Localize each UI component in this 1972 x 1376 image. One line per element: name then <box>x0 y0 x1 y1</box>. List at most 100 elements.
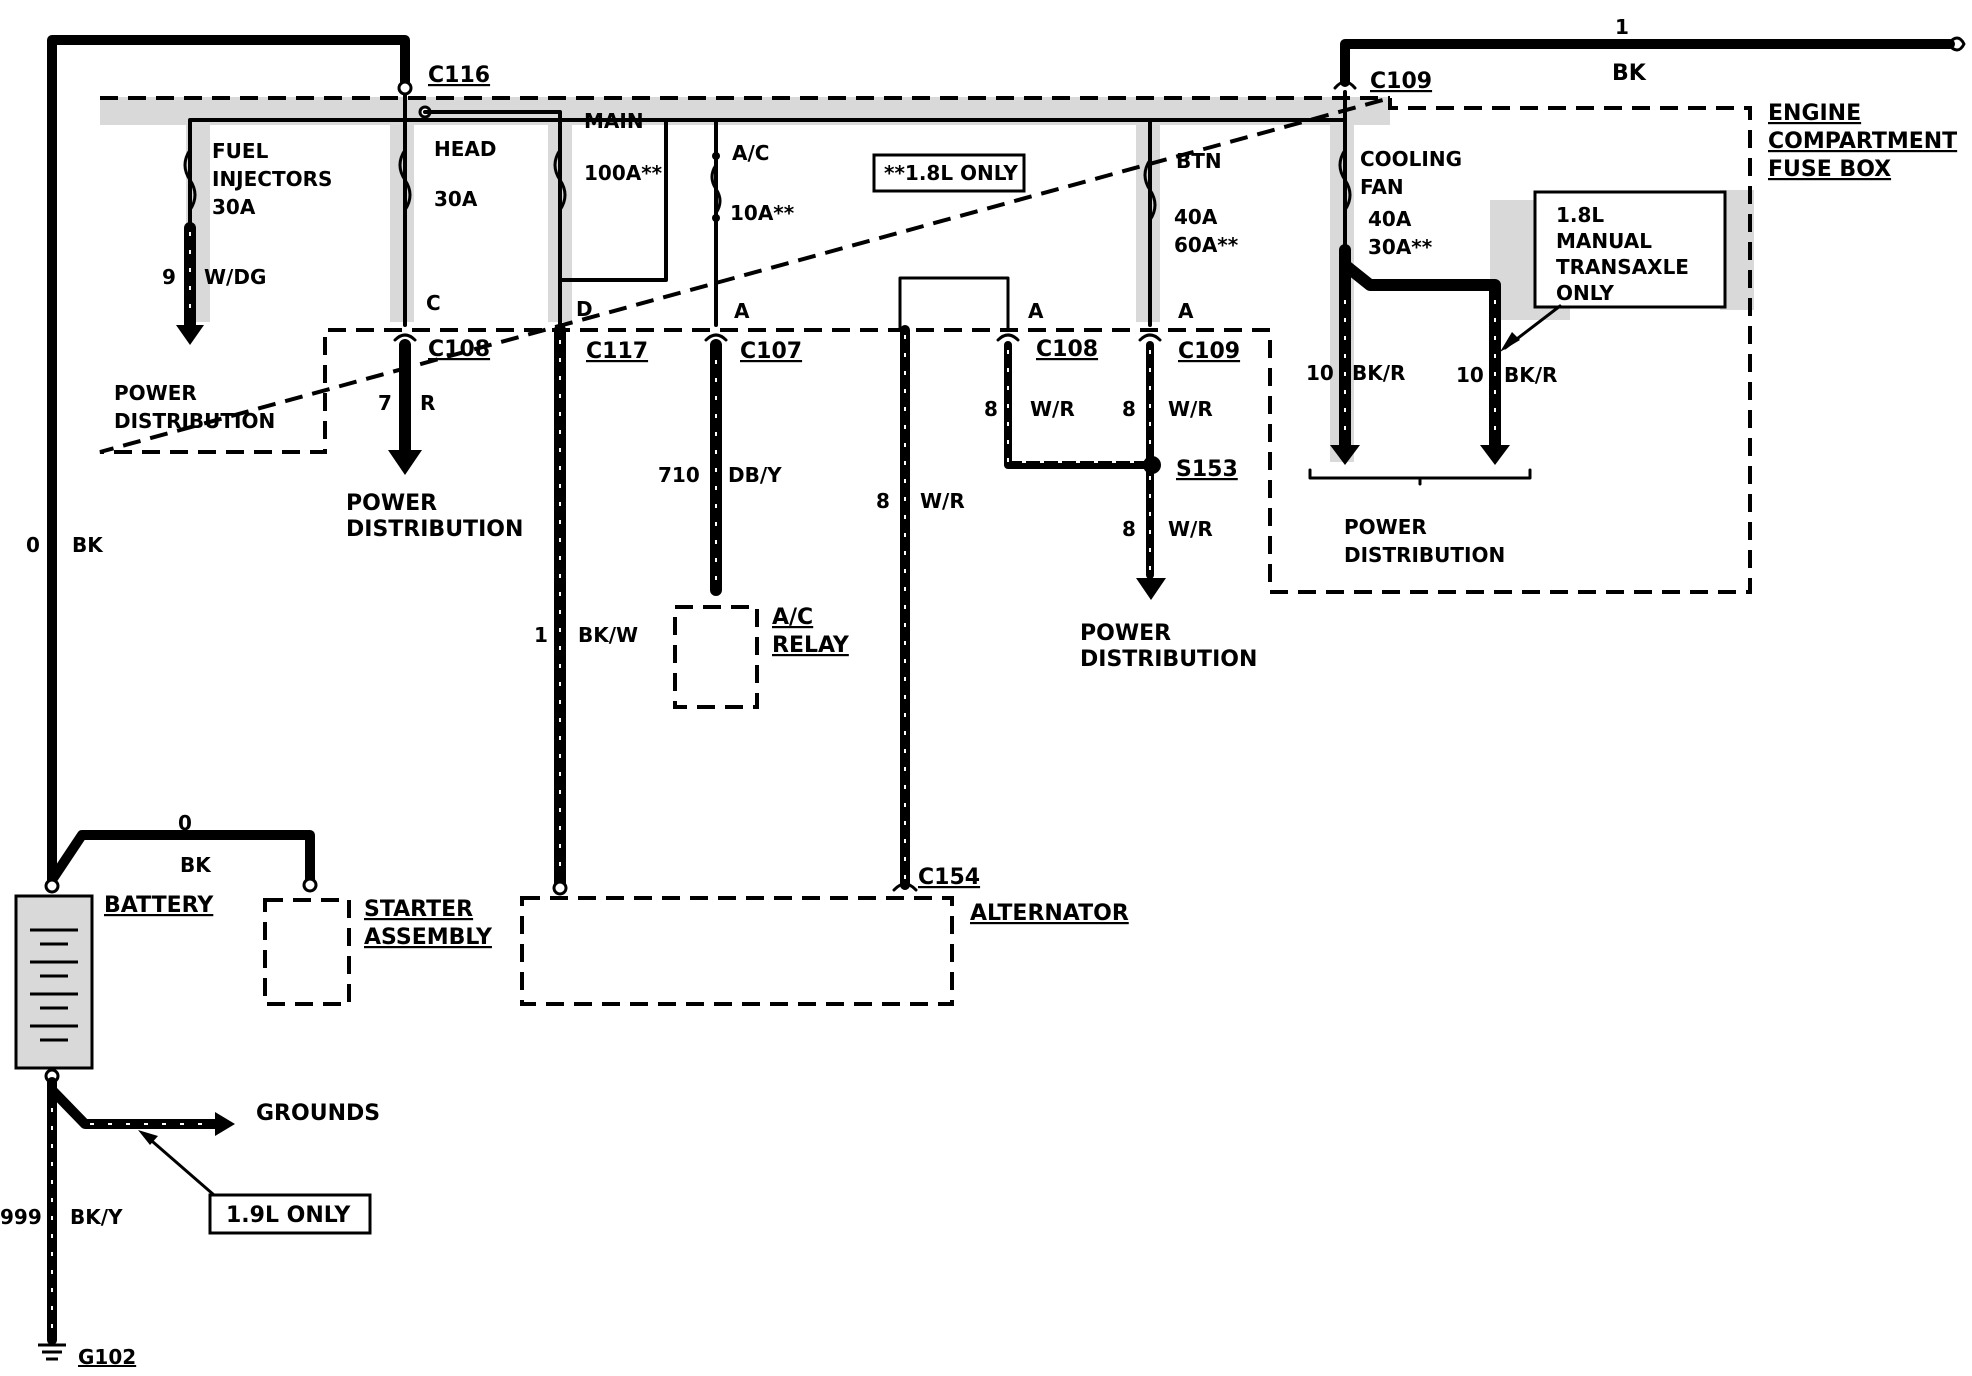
fuse-box-outline <box>99 95 1752 594</box>
grounds-label: GROUNDS <box>256 1101 380 1126</box>
connector-c108-right-icon <box>996 333 1020 342</box>
arrow-btn <box>1136 578 1166 600</box>
color-starter: BK <box>180 853 212 877</box>
only-19-box <box>208 1193 372 1235</box>
manual-3: TRANSAXLE <box>1556 255 1689 279</box>
starter-box <box>263 898 351 1006</box>
fan-rating-2: 30A** <box>1368 235 1433 259</box>
color-fan-2: BK/R <box>1504 363 1557 387</box>
circuit-fan-2: 10 <box>1456 363 1484 387</box>
pd-btn-1: POWER <box>1080 621 1171 646</box>
fuel-fuse-icon <box>183 148 197 212</box>
arrow-head <box>388 450 422 475</box>
fuel-label-1: FUEL <box>212 139 269 163</box>
btn-pin: A <box>1178 299 1194 323</box>
wire-0-bk-starter <box>47 830 315 885</box>
circuit-top: 1 <box>1615 15 1629 39</box>
circuit-starter: 0 <box>178 811 192 835</box>
connector-c107-icon <box>704 333 728 342</box>
connector-c107: C107 <box>740 339 802 364</box>
note-18l: **1.8L ONLY <box>884 161 1018 185</box>
pd-fuse-1: POWER <box>114 381 197 405</box>
circuit-ac: 710 <box>658 463 700 487</box>
ground-branch <box>47 1085 220 1129</box>
arrow-fuel <box>176 325 204 345</box>
main-rating: 100A** <box>584 161 663 185</box>
circuit-ground: 999 <box>0 1205 42 1229</box>
circuit-alt: 8 <box>876 489 890 513</box>
head-pin: C <box>426 291 441 315</box>
head-fuse-icon <box>398 148 412 212</box>
starter-label-2: ASSEMBLY <box>364 925 493 950</box>
pd-fan-2: DISTRIBUTION <box>1344 543 1505 567</box>
note-18l-box <box>872 153 1026 193</box>
circuit-left: 0 <box>26 533 40 557</box>
connector-c108-right: C108 <box>1036 337 1098 362</box>
wire-8-wr-relay <box>1004 341 1154 469</box>
connector-c109-right: C109 <box>1178 339 1240 364</box>
btn-rating-2: 60A** <box>1174 233 1239 257</box>
manual-1: 1.8L <box>1556 203 1604 227</box>
head-label: HEAD <box>434 137 496 161</box>
btn-rating-1: 40A <box>1174 205 1218 229</box>
color-main: BK/W <box>578 623 638 647</box>
btn-fuse-icon <box>1143 158 1157 222</box>
manual-4: ONLY <box>1556 281 1614 305</box>
pd-fan-1: POWER <box>1344 515 1427 539</box>
ac-pin: A <box>734 299 750 323</box>
fuel-fuse-feed <box>188 118 407 230</box>
relay-pin: A <box>1028 299 1044 323</box>
circuit-s153: 8 <box>1122 517 1136 541</box>
connector-c109-right-icon <box>1138 333 1162 342</box>
fan-rating-1: 40A <box>1368 207 1412 231</box>
main-pin: D <box>576 297 593 321</box>
pd-head-1: POWER <box>346 491 437 516</box>
connector-c154: C154 <box>918 865 980 890</box>
btn-label: BTN <box>1176 149 1222 173</box>
connector-c108-left: C108 <box>428 337 490 362</box>
circuit-relay: 8 <box>984 397 998 421</box>
ac-relay-1: A/C <box>772 605 813 630</box>
splice-s153: S153 <box>1176 457 1238 482</box>
ac-relay-2: RELAY <box>772 633 850 658</box>
circuit-head: 7 <box>378 391 392 415</box>
manual-note-box <box>1533 190 1727 309</box>
fuse-box-title-1: ENGINE <box>1768 101 1861 126</box>
main-fuse-line <box>423 110 562 327</box>
color-left: BK <box>72 533 104 557</box>
fuel-rating: 30A <box>212 195 256 219</box>
circuit-main: 1 <box>534 623 548 647</box>
pd-bracket <box>1308 468 1532 486</box>
color-top: BK <box>1612 61 1647 86</box>
ac-rating: 10A** <box>730 201 795 225</box>
fuel-label-2: INJECTORS <box>212 167 332 191</box>
main-label: MAIN <box>584 109 644 133</box>
battery-label: BATTERY <box>104 893 214 918</box>
circuit-fan-1: 10 <box>1306 361 1334 385</box>
wire-1-bk <box>1340 39 1955 87</box>
fan-label-2: FAN <box>1360 175 1404 199</box>
wire-end-icon <box>1946 36 1966 52</box>
circuit-btn: 8 <box>1122 397 1136 421</box>
fuse-box-title-2: COMPARTMENT <box>1768 129 1957 154</box>
color-fan-1: BK/R <box>1352 361 1405 385</box>
ground-symbol-icon <box>38 1343 66 1361</box>
starter-label-1: STARTER <box>364 897 473 922</box>
color-fuel: W/DG <box>204 265 266 289</box>
wire-10-bkr-2 <box>1339 259 1501 451</box>
circuit-fuel: 9 <box>162 265 176 289</box>
ac-label: A/C <box>732 141 769 165</box>
connector-c154-icon <box>892 882 918 892</box>
connector-c109-top: C109 <box>1370 69 1432 94</box>
color-relay: W/R <box>1030 397 1075 421</box>
only-19-label: 1.9L ONLY <box>226 1203 351 1228</box>
connector-c116: C116 <box>428 63 490 88</box>
ac-relay-box <box>673 605 759 709</box>
battery-icon <box>14 894 94 1070</box>
connector-c108-left-icon <box>393 333 417 342</box>
pd-head-2: DISTRIBUTION <box>346 517 523 542</box>
pd-fuse-2: DISTRIBUTION <box>114 409 275 433</box>
main-fuse-icon <box>553 148 567 212</box>
alt-link <box>898 276 1010 332</box>
